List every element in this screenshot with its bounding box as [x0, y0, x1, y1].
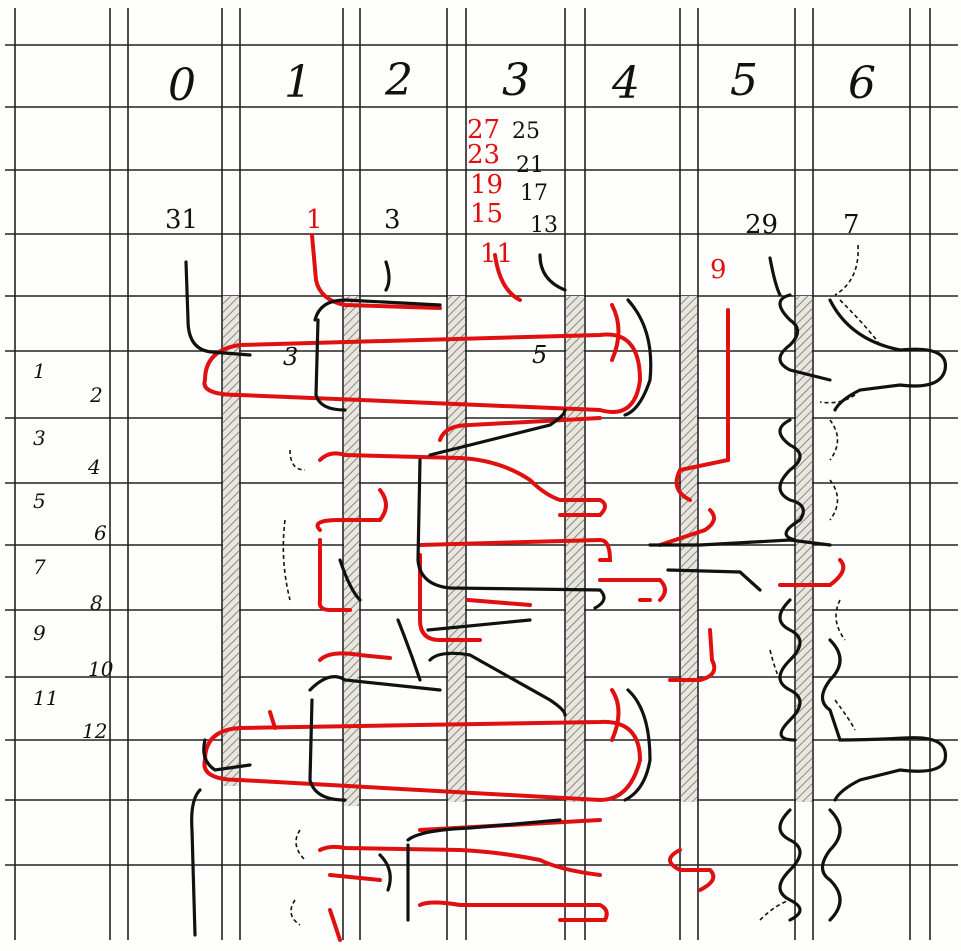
row-number: 12 [82, 719, 107, 743]
strand-label: 31 [165, 205, 198, 235]
strand-label: 3 [384, 205, 401, 235]
strand-label: 19 [470, 170, 503, 200]
strand-labels: 31 1 3 27 23 19 15 11 25 21 17 13 9 29 7… [165, 115, 860, 371]
inner-label: 3 [283, 343, 298, 371]
strand-label: 15 [470, 199, 503, 229]
column-number: 6 [848, 58, 876, 109]
row-number: 6 [94, 521, 107, 545]
row-number: 9 [33, 621, 46, 645]
row-number: 10 [88, 657, 114, 681]
row-number: 3 [33, 426, 46, 450]
strand-label: 9 [710, 255, 727, 285]
row-number: 7 [33, 555, 46, 579]
column-number: 1 [284, 57, 312, 108]
column-number: 5 [730, 55, 758, 106]
strand-label: 13 [530, 213, 558, 238]
strand-label: 29 [745, 210, 778, 240]
column-number: 3 [502, 55, 530, 106]
row-number: 2 [89, 383, 103, 407]
column-number: 2 [384, 55, 413, 106]
column-number: 0 [168, 60, 196, 111]
strand-label: 17 [520, 181, 548, 206]
strand-label: 1 [306, 205, 323, 235]
strand-label: 7 [843, 210, 860, 240]
strand-label: 23 [467, 140, 500, 170]
strand-label: 21 [516, 153, 544, 178]
row-number: 4 [87, 455, 101, 479]
row-numbers: 1 2 3 4 5 6 7 8 9 10 11 12 [33, 359, 114, 743]
row-number: 8 [90, 591, 103, 615]
row-number: 11 [33, 686, 58, 710]
strand-label: 25 [512, 119, 540, 144]
inner-label: 5 [532, 341, 547, 369]
row-number: 1 [33, 359, 46, 383]
column-number: 4 [611, 58, 640, 109]
row-number: 5 [33, 489, 46, 513]
column-numbers: 0 1 2 3 4 5 6 [168, 55, 876, 111]
